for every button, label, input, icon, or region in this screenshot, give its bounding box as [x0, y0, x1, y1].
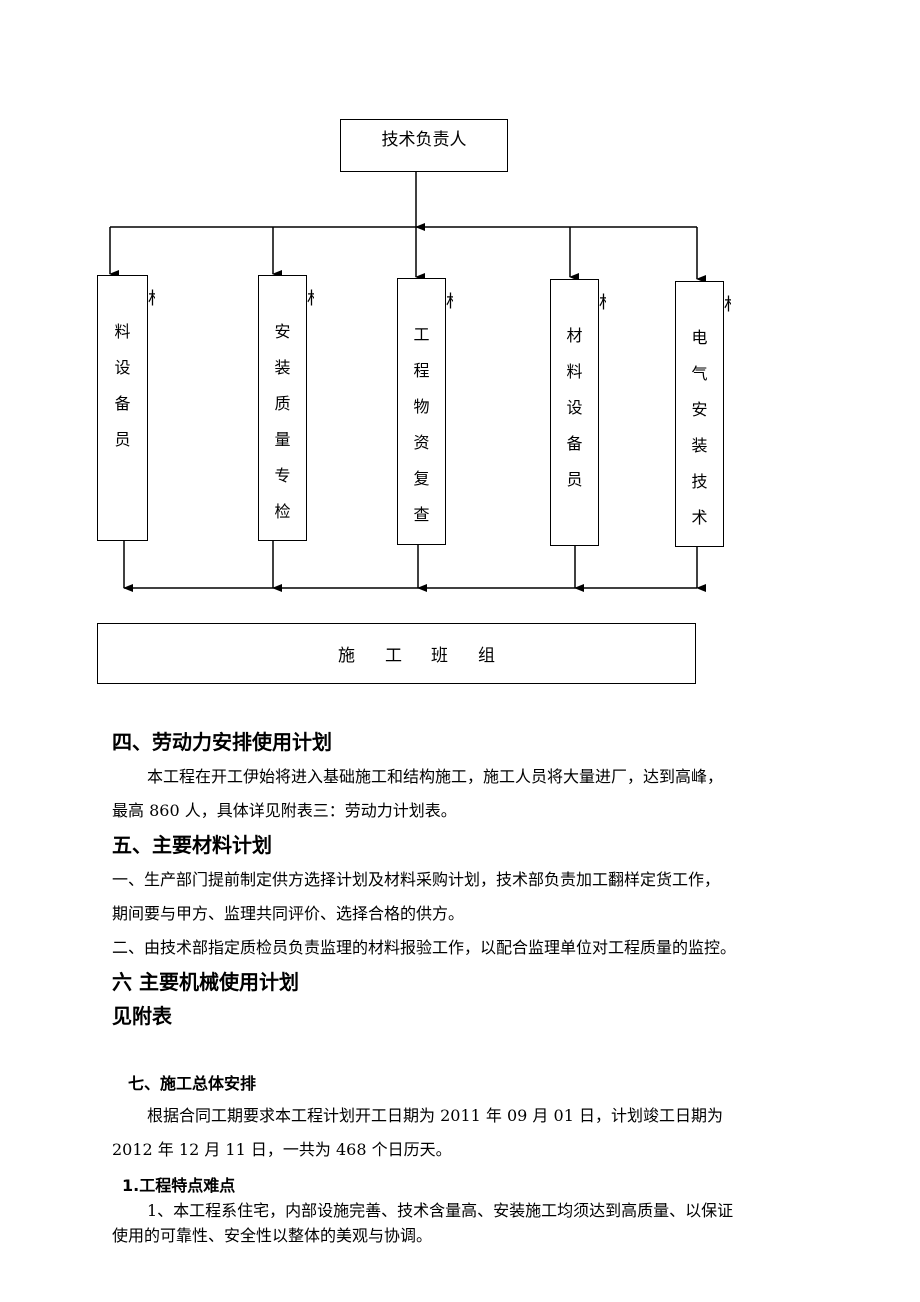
paragraph: 本工程在开工伊始将进入基础施工和结构施工，施工人员将大量进厂，达到高峰，: [147, 767, 724, 786]
org-char: 备: [114, 394, 131, 413]
org-char: 设: [114, 358, 131, 377]
org-char: 安: [274, 322, 291, 341]
section-4-heading: 四、劳动力安排使用计划: [112, 730, 332, 754]
org-char: 员: [566, 470, 583, 489]
org-node-column-5: 电 气 安 装 技 术: [675, 281, 724, 547]
org-char: 术: [691, 508, 708, 527]
org-char: 物: [413, 397, 430, 416]
paragraph: 使用的可靠性、安全性以整体的美观与协调。: [112, 1226, 433, 1245]
org-chart-connectors: [109, 172, 706, 592]
org-char: 施: [338, 646, 355, 666]
clipped-char: 材: [148, 284, 155, 309]
paragraph: 二、由技术部指定质检员负责监理的材料报验工作，以配合监理单位对工程质量的监控。: [112, 938, 737, 957]
org-node-tech-lead: 技术负责人: [340, 119, 508, 172]
paragraph: 1、本工程系住宅，内部设施完善、技术含量高、安装施工均须达到高质量、以保证: [147, 1201, 734, 1220]
org-char: 量: [274, 430, 291, 449]
org-node-column-1: 料 设 备 员: [97, 275, 148, 541]
org-char: 查: [413, 505, 430, 524]
org-char: 专: [274, 466, 291, 485]
paragraph: 根据合同工期要求本工程计划开工日期为 2011 年 09 月 01 日，计划竣工…: [147, 1106, 723, 1125]
org-char: 工: [413, 325, 430, 344]
org-node-label: 技术负责人: [381, 130, 467, 150]
org-node-column-2: 安 装 质 量 专 检: [258, 275, 307, 541]
org-node-construction-team: 施 工 班 组: [97, 623, 696, 684]
org-char: 设: [566, 398, 583, 417]
section-6-subheading: 见附表: [112, 1004, 172, 1028]
org-node-column-4: 材 料 设 备 员: [550, 279, 599, 546]
org-char: 电: [691, 328, 708, 347]
org-char: 资: [413, 433, 430, 452]
org-char: 料: [566, 362, 583, 381]
paragraph: 一、生产部门提前制定供方选择计划及材料采购计划，技术部负责加工翻样定货工作，: [112, 870, 721, 889]
subsection-1-heading: 1.工程特点难点: [122, 1176, 236, 1195]
org-char: 技: [691, 472, 708, 491]
org-char: 组: [478, 646, 495, 666]
clipped-char: 材: [724, 290, 731, 315]
clipped-char: 材: [599, 288, 606, 313]
org-char: 工: [385, 646, 402, 666]
org-char: 检: [274, 502, 291, 521]
org-char: 程: [413, 361, 430, 380]
org-char: 装: [274, 358, 291, 377]
org-char: 气: [691, 364, 708, 383]
org-node-column-3: 工 程 物 资 复 查: [397, 278, 446, 545]
section-6-heading: 六 主要机械使用计划: [112, 970, 299, 994]
paragraph: 最高 860 人，具体详见附表三：劳动力计划表。: [112, 801, 457, 820]
clipped-char: 材: [446, 287, 453, 312]
org-char: 装: [691, 436, 708, 455]
org-char: 安: [691, 400, 708, 419]
org-char: 备: [566, 434, 583, 453]
org-char: 员: [114, 430, 131, 449]
org-char: 复: [413, 469, 430, 488]
org-char: 班: [431, 646, 448, 666]
org-char: 材: [566, 326, 583, 345]
paragraph: 期间要与甲方、监理共同评价、选择合格的供方。: [112, 904, 465, 923]
section-5-heading: 五、主要材料计划: [112, 833, 272, 857]
org-char: 料: [114, 322, 131, 341]
section-7-heading: 七、施工总体安排: [128, 1074, 257, 1093]
paragraph: 2012 年 12 月 11 日，一共为 468 个日历天。: [112, 1140, 452, 1159]
clipped-char: 材: [307, 284, 314, 309]
org-char: 质: [274, 394, 291, 413]
